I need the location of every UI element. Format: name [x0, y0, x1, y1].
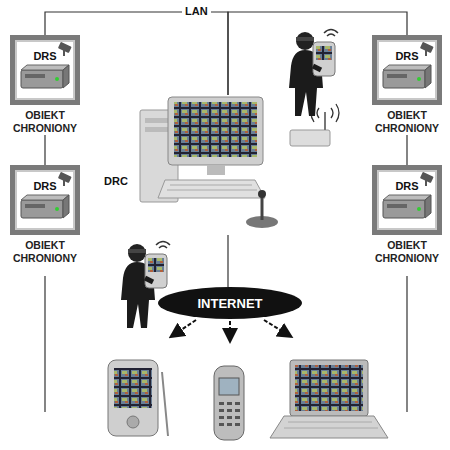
device-label: DRS [15, 50, 75, 62]
site-label: OBIEKT CHRONIONY [5, 109, 85, 135]
network-line [406, 135, 407, 165]
protected-site: DRS OBIEKT CHRONIONY [5, 165, 85, 265]
device-label: DRS [377, 50, 437, 62]
site-label: OBIEKT CHRONIONY [367, 239, 447, 265]
guard-figure [289, 30, 338, 117]
network-line [44, 135, 45, 165]
recorder-icon [15, 40, 75, 100]
network-ellipse: INTERNET [158, 287, 302, 319]
phone-icon [214, 366, 244, 440]
network-label: INTERNET [158, 287, 302, 319]
computer-icon [140, 97, 265, 202]
network-label: LAN [182, 5, 211, 17]
side-line [44, 276, 45, 412]
recorder-box: DRS [372, 35, 442, 105]
recorder-box: DRS [10, 35, 80, 105]
recorder-box: DRS [10, 165, 80, 235]
guard-figure [121, 242, 170, 329]
recorder-icon [15, 170, 75, 230]
protected-site: DRS OBIEKT CHRONIONY [367, 35, 447, 135]
device-label: DRS [377, 180, 437, 192]
control-center: DRC [100, 95, 356, 235]
protected-site: DRS OBIEKT CHRONIONY [367, 165, 447, 265]
recorder-icon [377, 170, 437, 230]
laptop-icon [270, 360, 388, 438]
recorder-box: DRS [372, 165, 442, 235]
side-line [406, 276, 407, 412]
site-label: OBIEKT CHRONIONY [5, 239, 85, 265]
recorder-icon [377, 40, 437, 100]
joystick-icon [246, 190, 278, 228]
device-label: DRS [15, 180, 75, 192]
pda-icon [108, 360, 168, 436]
station-label: DRC [104, 175, 128, 187]
internet-arrows [172, 320, 290, 340]
site-label: OBIEKT CHRONIONY [367, 109, 447, 135]
protected-site: DRS OBIEKT CHRONIONY [5, 35, 85, 135]
network-line [227, 235, 228, 287]
